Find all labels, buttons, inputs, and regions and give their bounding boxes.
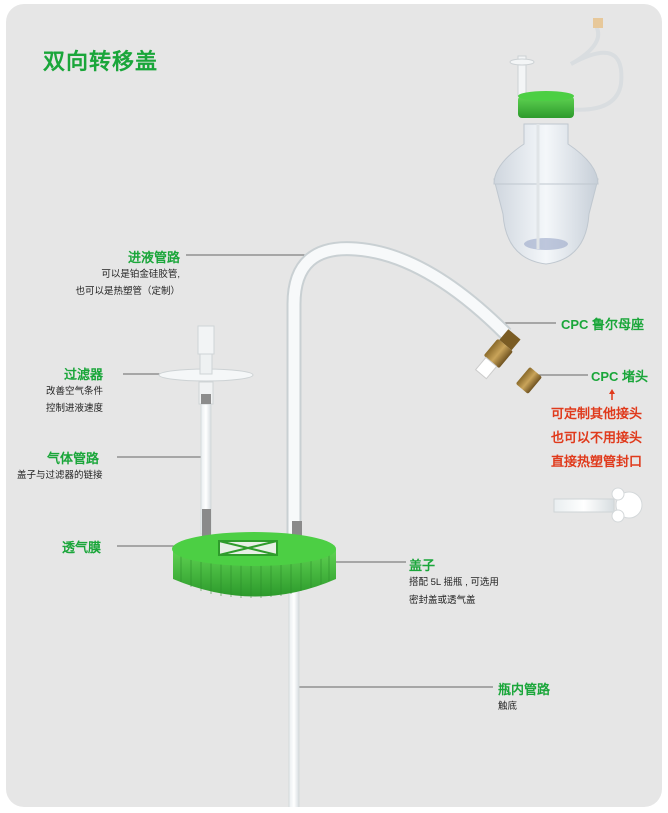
label-gas-title: 气体管路 (47, 451, 100, 466)
label-cap-desc1: 搭配 5L 摇瓶 , 可选用 (409, 577, 499, 588)
gas-tube-fitting (202, 509, 211, 537)
page-title: 双向转移盖 (43, 49, 159, 74)
label-cap-desc2: 密封盖或透气盖 (409, 595, 476, 606)
green-cap (172, 532, 336, 598)
note-line3: 直接热塑管封口 (551, 454, 643, 469)
filter-unit (158, 325, 254, 405)
label-gas-desc1: 盖子与过滤器的链接 (17, 470, 103, 481)
label-membrane-title: 透气膜 (62, 540, 102, 555)
label-plug-title: CPC 堵头 (591, 369, 649, 384)
inlet-tube (288, 243, 510, 534)
cpc-luer-fitting (474, 329, 521, 380)
label-inlet-title: 进液管路 (127, 250, 180, 265)
plug-illustration (553, 487, 643, 523)
label-filter-desc2: 控制进液速度 (46, 403, 104, 414)
inner-tube (288, 563, 300, 807)
label-cap-title: 盖子 (409, 558, 436, 573)
label-inner-desc1: 触底 (498, 701, 518, 712)
up-arrow-icon (609, 389, 615, 400)
diagram-panel: 双向转移盖 进液管路 可以是铂金硅胶管, 也可以是热塑管（定制） 过滤器 改善空… (6, 4, 662, 807)
label-filter-desc1: 改善空气条件 (46, 386, 104, 397)
product-illustration (117, 18, 643, 807)
note-line1: 可定制其他接头 (551, 406, 643, 421)
note-line2: 也可以不用接头 (551, 430, 643, 445)
label-inlet-desc1: 可以是铂金硅胶管, (101, 269, 180, 280)
cpc-plug (516, 367, 542, 394)
label-inlet-desc2: 也可以是热塑管（定制） (75, 286, 180, 297)
label-luer-title: CPC 鲁尔母座 (561, 317, 645, 332)
label-filter-title: 过滤器 (64, 367, 104, 382)
label-inner-title: 瓶内管路 (498, 682, 551, 697)
bottle-illustration (493, 18, 624, 265)
inlet-tube-fitting (292, 521, 302, 539)
inlet-tube-outline (286, 241, 512, 534)
